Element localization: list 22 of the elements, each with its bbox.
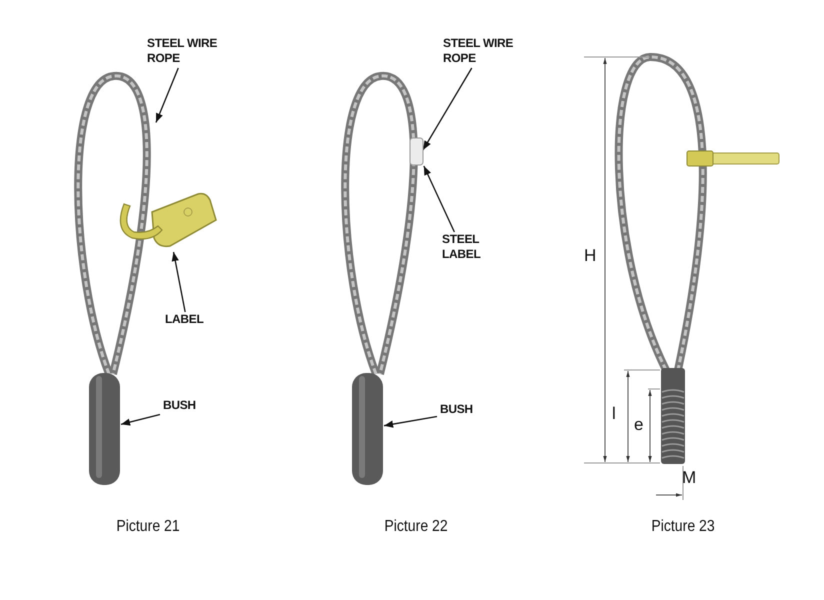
leader-line bbox=[120, 414, 160, 426]
dimension-label: H bbox=[584, 246, 596, 266]
callout-label: LABEL bbox=[165, 312, 215, 327]
leader-line bbox=[423, 166, 455, 232]
leader-line bbox=[172, 252, 186, 312]
callout-label: STEEL LABEL bbox=[442, 232, 488, 262]
dimension-label: l bbox=[612, 404, 616, 424]
bush-sleeve bbox=[88, 372, 121, 486]
leader-line bbox=[384, 416, 438, 428]
figure-caption: Picture 21 bbox=[116, 518, 180, 536]
figure-caption: Picture 23 bbox=[651, 518, 715, 536]
leader-line bbox=[155, 68, 179, 123]
dimension-label: M bbox=[682, 468, 696, 488]
dimension-label: e bbox=[634, 415, 644, 435]
callout-label: BUSH bbox=[163, 398, 213, 413]
leader-line bbox=[422, 68, 472, 150]
bush-sleeve bbox=[351, 372, 384, 486]
steel-label-sleeve bbox=[409, 137, 424, 166]
figure-caption: Picture 22 bbox=[384, 518, 448, 536]
callout-label: STEEL WIRE ROPE bbox=[147, 36, 229, 66]
callout-label: BUSH bbox=[440, 402, 490, 417]
callout-label: STEEL WIRE ROPE bbox=[443, 36, 525, 66]
